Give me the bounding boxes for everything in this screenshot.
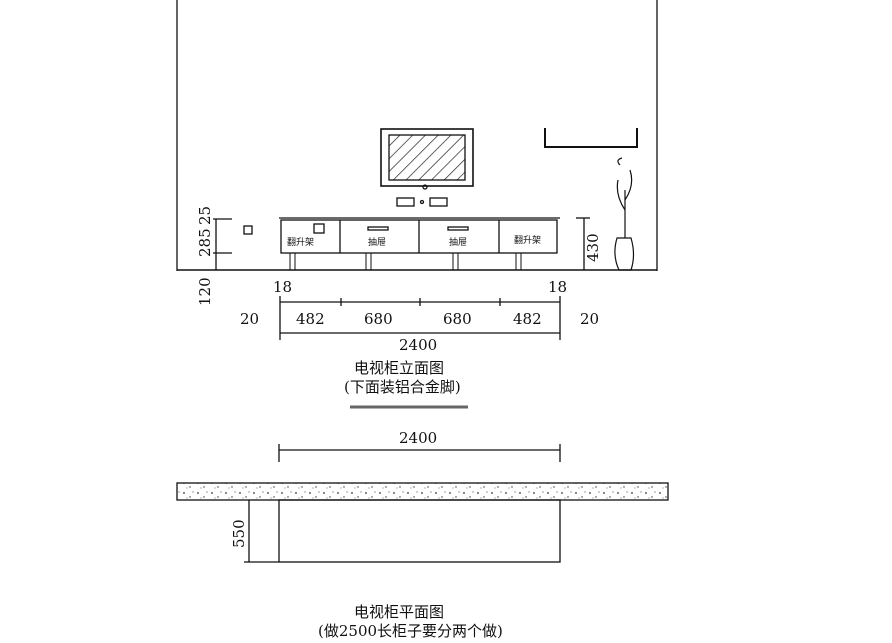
dim-680-a: 680 [364, 310, 393, 328]
dim-482-b: 482 [513, 310, 542, 328]
wall-shelf [544, 128, 638, 148]
plan-subtitle: (做2500长柜子要分两个做) [318, 622, 503, 640]
dim-18-left: 18 [273, 278, 292, 296]
label-right: 翻升架 [514, 235, 541, 246]
plan-cabinet [278, 499, 561, 563]
plan-countertop [176, 482, 669, 501]
elevation-subtitle: (下面装铝合金脚) [344, 378, 461, 396]
vase-plant [614, 157, 635, 271]
dim-18-right: 18 [548, 278, 567, 296]
plan-title: 电视柜平面图 [354, 603, 444, 621]
dim-680-b: 680 [443, 310, 472, 328]
elevation-title: 电视柜立面图 [354, 359, 444, 377]
label-left: 翻升架 [287, 237, 314, 248]
dim-120: 120 [196, 277, 214, 306]
dim-20-left: 20 [240, 310, 259, 328]
dim-482-a: 482 [296, 310, 325, 328]
dim-20-right: 20 [580, 310, 599, 328]
dim-25: 25 [196, 206, 214, 225]
dim-2400-plan: 2400 [399, 429, 437, 447]
label-drawer-2: 抽屉 [449, 236, 467, 248]
dim-550: 550 [230, 519, 248, 548]
label-drawer-1: 抽屉 [368, 236, 386, 248]
dim-2400-elev: 2400 [399, 336, 437, 354]
dim-430: 430 [584, 233, 602, 262]
dim-285: 285 [196, 228, 214, 257]
